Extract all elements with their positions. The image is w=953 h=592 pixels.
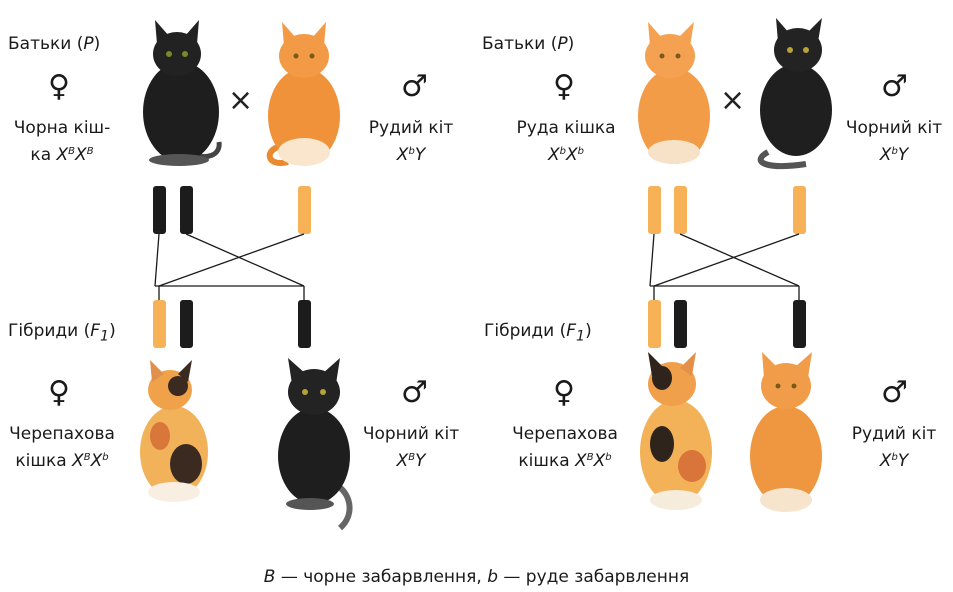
- left-parents-label: Батьки (P): [8, 34, 101, 54]
- left-child-chromosome-xb-dark: [180, 300, 193, 348]
- right-female-symbol: ♀: [553, 69, 575, 104]
- black-cat-father-image: [757, 18, 832, 170]
- left-mother-name: Чорна кіш-: [13, 118, 111, 138]
- right-son-name: Рудий кіт: [851, 424, 937, 444]
- right-line-mother-to-son: [679, 233, 800, 287]
- left-male-symbol: ♂: [401, 69, 428, 104]
- right-child-chromosome-xb-dark: [674, 300, 687, 348]
- right-hybrids-label: Гібриди (F1): [484, 321, 592, 345]
- black-cat-mother-image: [143, 20, 222, 166]
- right-mother-name: Руда кішка: [516, 118, 616, 138]
- right-father-genotype: XbY: [879, 145, 909, 165]
- right-child-chromosome-xb-orange: [648, 300, 661, 348]
- left-parent-chromosome-xb-1: [153, 186, 166, 234]
- orange-cat-son-image: [750, 352, 822, 512]
- right-line-father-to-daughter: [653, 233, 800, 287]
- tortoiseshell-cat-left-image: [140, 360, 208, 502]
- orange-cat-father-image: [266, 22, 340, 166]
- right-son-chromosome-xb: [793, 300, 806, 348]
- left-son-male-symbol: ♂: [401, 375, 428, 410]
- right-parent-chromosome-xb-2: [674, 186, 687, 234]
- right-parent-chromosome-xb-father: [793, 186, 806, 234]
- right-male-symbol: ♂: [881, 69, 908, 104]
- legend: B — чорне забарвлення, b — руде забарвле…: [0, 566, 953, 588]
- left-daughter-female-symbol: ♀: [48, 375, 70, 410]
- orange-cat-mother-image: [638, 22, 710, 164]
- right-parents-label: Батьки (P): [482, 34, 575, 54]
- left-line-mother-to-son: [185, 233, 305, 287]
- right-cross-symbol: ×: [720, 83, 746, 118]
- left-daughter-name: Черепахова: [9, 424, 115, 444]
- right-daughter-label: кішка XBXb: [518, 451, 612, 471]
- left-son-genotype: XBY: [396, 451, 426, 471]
- legend-b-upper: B: [263, 567, 276, 587]
- right-father-name: Чорний кіт: [845, 118, 943, 138]
- left-female-symbol: ♀: [48, 69, 70, 104]
- right-line-mother-to-daughter: [649, 233, 655, 287]
- left-father-genotype: XbY: [396, 145, 426, 165]
- right-mother-genotype: XbXb: [547, 145, 585, 165]
- right-son-male-symbol: ♂: [881, 375, 908, 410]
- left-daughter-label: кішка XBXb: [15, 451, 109, 471]
- legend-b-lower-text: — руде забарвлення: [498, 567, 690, 587]
- left-line-mother-to-daughter: [154, 233, 160, 287]
- left-mother-label: ка XBXB: [30, 145, 94, 165]
- right-parent-chromosome-xb-1: [648, 186, 661, 234]
- left-parent-chromosome-xb-father: [298, 186, 311, 234]
- right-daughter-name: Черепахова: [512, 424, 618, 444]
- left-father-name: Рудий кіт: [368, 118, 454, 138]
- left-cross-symbol: ×: [228, 83, 254, 118]
- legend-b-lower: b: [487, 567, 498, 587]
- tortoiseshell-cat-right-image: [640, 352, 712, 510]
- left-line-father-to-daughter: [158, 233, 305, 287]
- left-son-chromosome-xb: [298, 300, 311, 348]
- right-daughter-female-symbol: ♀: [553, 375, 575, 410]
- left-son-name: Чорний кіт: [362, 424, 460, 444]
- left-child-chromosome-xb-orange: [153, 300, 166, 348]
- left-hybrids-label: Гібриди (F1): [8, 321, 116, 345]
- legend-b-upper-text: — чорне забарвлення,: [275, 567, 488, 587]
- right-son-genotype: XbY: [879, 451, 909, 471]
- left-parent-chromosome-xb-2: [180, 186, 193, 234]
- black-cat-son-image: [278, 358, 353, 531]
